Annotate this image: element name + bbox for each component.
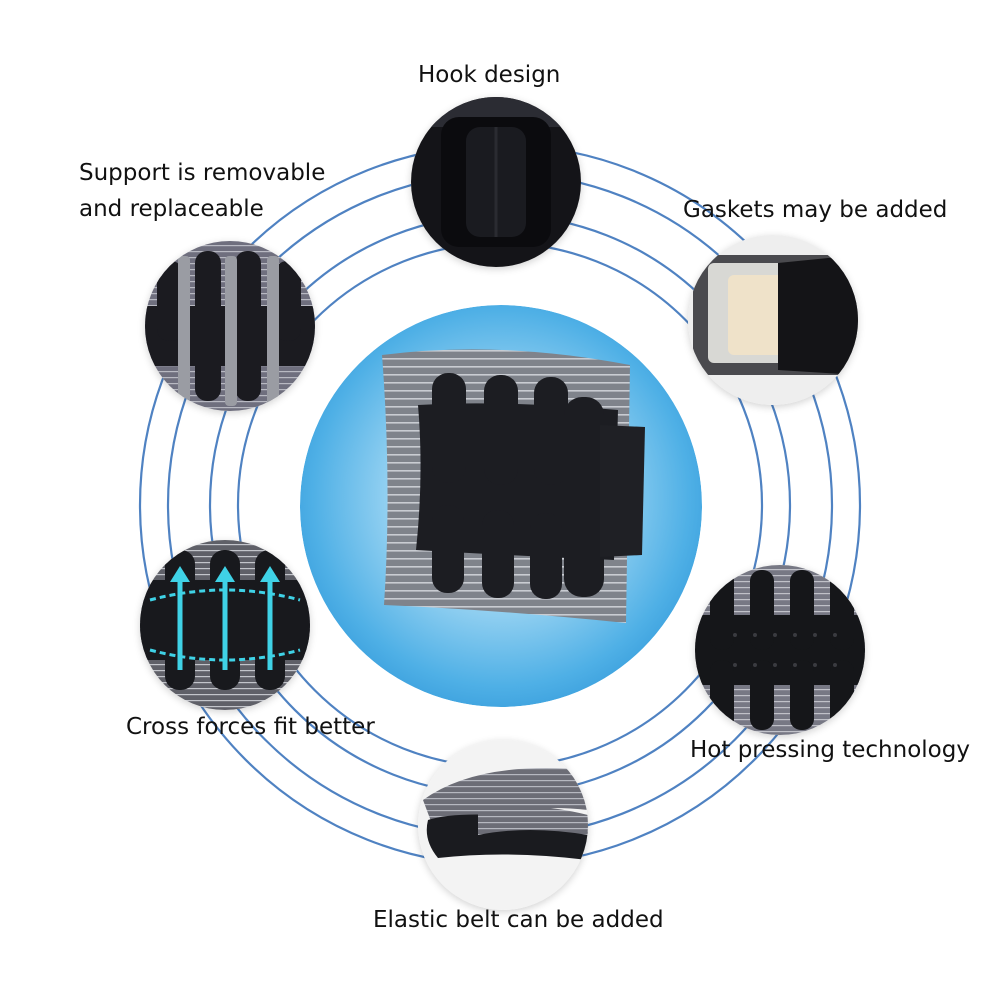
hook-design-image <box>411 97 581 267</box>
hot-pressing-image <box>695 565 865 735</box>
gaskets-image <box>688 235 858 405</box>
hook-design-label: Hook design <box>418 62 561 88</box>
support-removable-line2: and replaceable <box>79 195 264 222</box>
support-removable-label: Support is removable and replaceable <box>79 156 325 227</box>
gaskets-label: Gaskets may be added <box>683 197 948 223</box>
hot-pressing-label: Hot pressing technology <box>690 737 970 763</box>
removable-support-image <box>145 241 315 411</box>
center-belt-image <box>300 305 702 707</box>
cross-forces-image <box>140 540 310 710</box>
elastic-belt-image <box>418 740 588 910</box>
support-removable-line1: Support is removable <box>79 160 326 186</box>
elastic-belt-label: Elastic belt can be added <box>373 907 664 933</box>
cross-forces-label: Cross forces fit better <box>126 714 375 740</box>
